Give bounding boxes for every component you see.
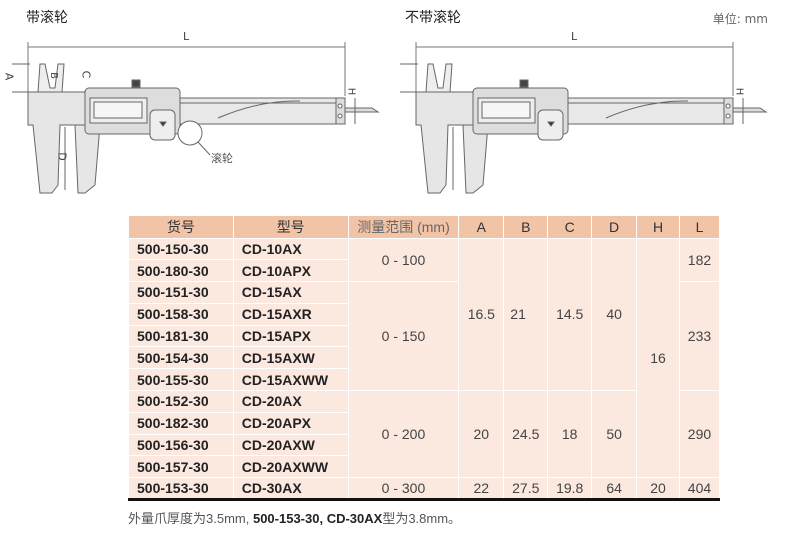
model-cell: CD-15AXW <box>232 346 349 370</box>
model-cell: CD-20AXW <box>232 433 349 457</box>
header-B: B <box>503 216 549 238</box>
model-cell: CD-10AX <box>232 237 349 261</box>
caliper-diagrams <box>11 41 767 194</box>
header-C: C <box>547 216 593 238</box>
footnote: 外量爪厚度为3.5mm, 500-153-30, CD-30AX型为3.8mm。 <box>128 508 461 527</box>
unit-label: 单位: mm <box>712 12 768 26</box>
B-cell: 27.5 <box>503 477 549 502</box>
dim-B: B <box>47 72 59 79</box>
A-cell: 16.5 <box>458 237 505 392</box>
H-cell: 16 <box>636 237 680 479</box>
header-A: A <box>458 216 505 238</box>
table-row: 500-150-30 CD-10AX 0 - 100 16.5 21 14.5 … <box>128 237 721 479</box>
code-cell: 500-156-30 <box>128 433 234 457</box>
L-cell: 404 <box>678 477 721 502</box>
H-cell: 20 <box>636 477 680 502</box>
dim-D: D <box>55 152 69 161</box>
roller-label: 滚轮 <box>211 152 233 165</box>
header-D: D <box>591 216 638 238</box>
dim-L-2: L <box>571 30 578 43</box>
model-cell: CD-15AXWW <box>232 368 349 392</box>
header-code: 货号 <box>128 216 234 238</box>
B-cell: 24.5 <box>503 390 549 479</box>
L-cell: 290 <box>678 390 721 479</box>
table-header: 货号 型号 测量范围 (mm) A B C D H L <box>128 216 721 238</box>
model-cell: CD-30AX <box>232 477 349 502</box>
L-cell: 182 <box>678 237 721 283</box>
footnote-pre: 外量爪厚度为3.5mm, <box>128 511 253 526</box>
roller-circle <box>177 120 203 146</box>
D-cell: 40 <box>591 237 638 392</box>
title-with-roller: 带滚轮 <box>26 10 68 26</box>
model-cell: CD-20AX <box>232 390 349 413</box>
A-cell: 20 <box>458 390 505 479</box>
code-cell: 500-157-30 <box>128 455 234 479</box>
model-cell: CD-15AX <box>232 281 349 304</box>
code-cell: 500-151-30 <box>128 281 234 304</box>
model-cell: CD-20APX <box>232 411 349 435</box>
L-cell: 233 <box>678 281 721 392</box>
dim-L: L <box>183 30 190 43</box>
range-cell: 0 - 100 <box>347 237 460 283</box>
code-cell: 500-154-30 <box>128 346 234 370</box>
D-cell: 50 <box>591 390 638 479</box>
header-range: 测量范围 (mm) <box>347 216 460 238</box>
D-cell: 64 <box>591 477 638 502</box>
code-cell: 500-152-30 <box>128 390 234 413</box>
code-cell: 500-150-30 <box>128 237 234 261</box>
dim-A: A <box>2 72 16 81</box>
model-cell: CD-10APX <box>232 259 349 283</box>
title-without-roller: 不带滚轮 <box>405 10 461 26</box>
header-L: L <box>678 216 721 238</box>
dim-H: H <box>345 87 357 96</box>
model-cell: CD-20AXWW <box>232 455 349 479</box>
C-cell: 19.8 <box>547 477 593 502</box>
code-cell: 500-180-30 <box>128 259 234 283</box>
header-model: 型号 <box>232 216 349 238</box>
code-cell: 500-158-30 <box>128 302 234 326</box>
code-cell: 500-181-30 <box>128 324 234 348</box>
A-cell: 22 <box>458 477 505 502</box>
C-cell: 14.5 <box>547 237 593 392</box>
code-cell: 500-182-30 <box>128 411 234 435</box>
footnote-bold: 500-153-30, CD-30AX <box>252 511 383 526</box>
range-cell: 0 - 200 <box>347 390 460 479</box>
spec-table: 货号 型号 测量范围 (mm) A B C D H L 500-150-30 C… <box>128 216 721 502</box>
code-cell: 500-155-30 <box>128 368 234 392</box>
header-H: H <box>636 216 680 238</box>
footnote-post: 型为3.8mm。 <box>382 511 462 526</box>
dim-H-2: H <box>733 87 745 96</box>
range-cell: 0 - 150 <box>347 281 460 392</box>
model-cell: CD-15APX <box>232 324 349 348</box>
model-cell: CD-15AXR <box>232 302 349 326</box>
range-cell: 0 - 300 <box>347 477 460 502</box>
C-cell: 18 <box>547 390 593 479</box>
code-cell: 500-153-30 <box>128 477 234 502</box>
B-cell: 21 <box>503 237 549 392</box>
dim-C: C <box>79 70 93 79</box>
